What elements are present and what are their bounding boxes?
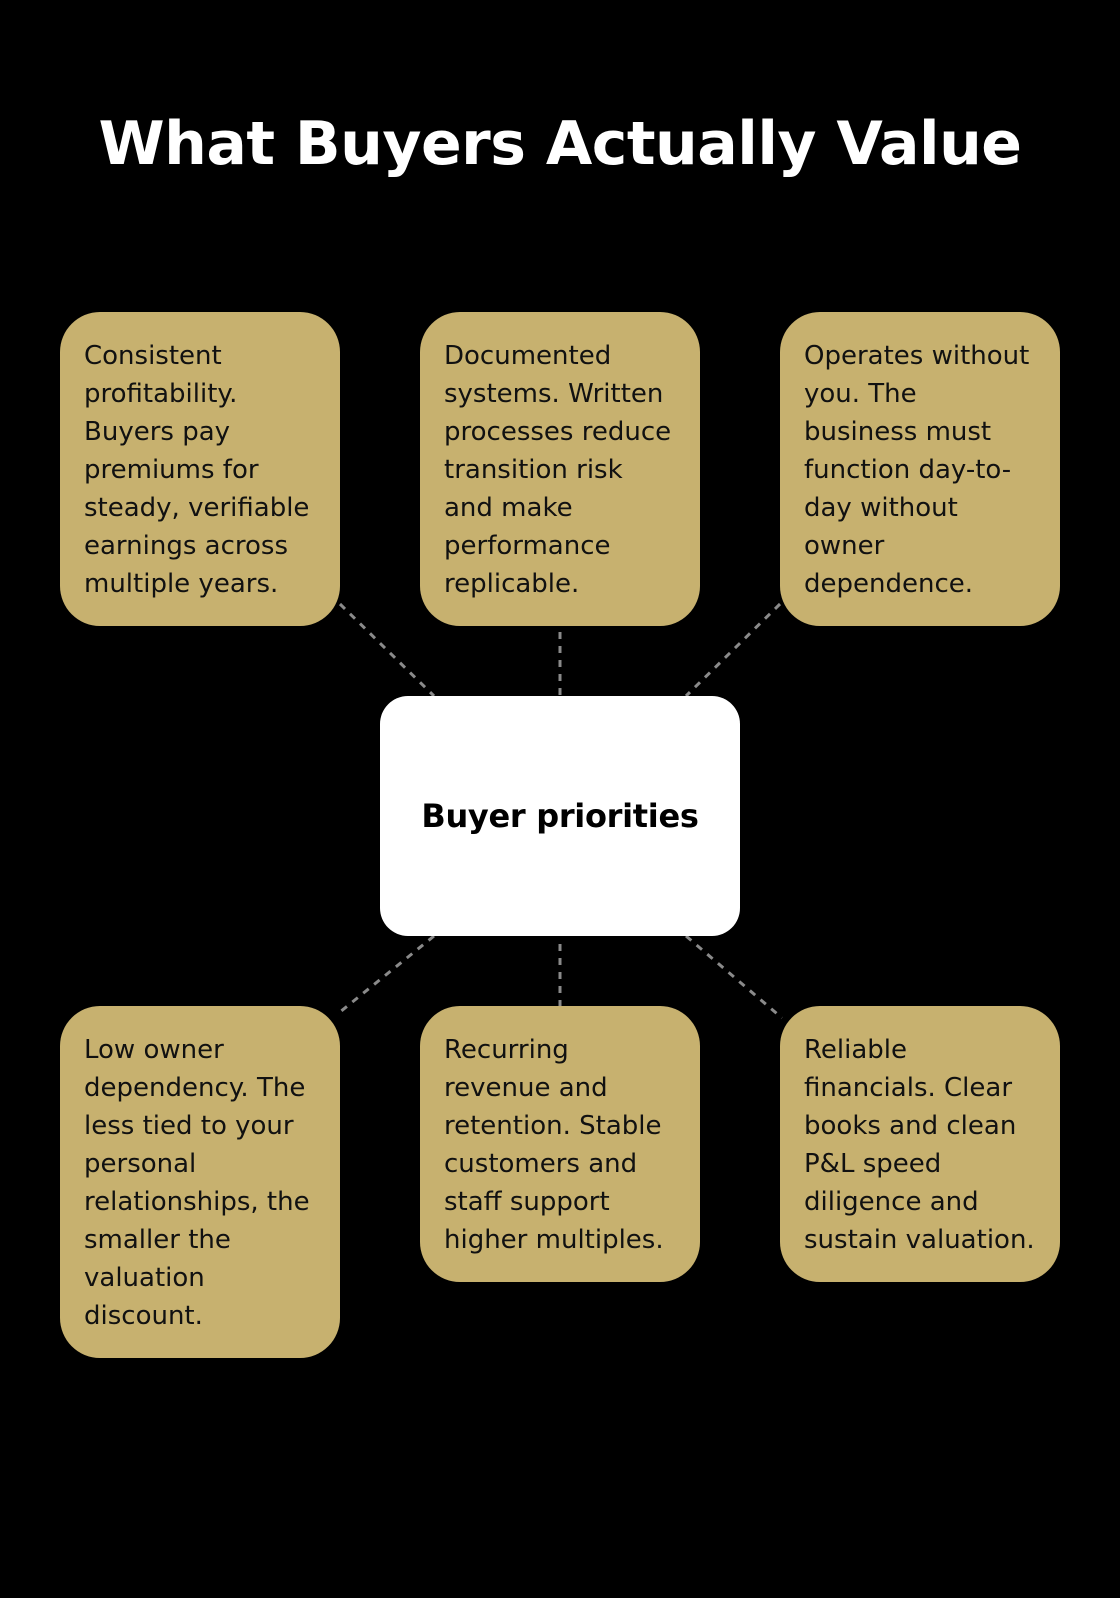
- card-recurring-revenue: Recurring revenue and retention. Stable …: [420, 1006, 700, 1282]
- card-text: Reliable financials. Clear books and cle…: [804, 1035, 1035, 1255]
- card-text: Consistent profitability. Buyers pay pre…: [84, 341, 310, 599]
- card-text: Recurring revenue and retention. Stable …: [444, 1035, 664, 1255]
- card-text: Documented systems. Written processes re…: [444, 341, 672, 599]
- card-consistent-profitability: Consistent profitability. Buyers pay pre…: [60, 312, 340, 626]
- hub-buyer-priorities: Buyer priorities: [380, 696, 740, 936]
- card-text: Operates without you. The business must …: [804, 341, 1030, 599]
- connector-bottom-left: [339, 934, 435, 1014]
- diagram-title: What Buyers Actually Value: [98, 109, 1022, 179]
- card-low-owner-dependency: Low owner dependency. The less tied to y…: [60, 1006, 340, 1358]
- connector-bottom-right: [685, 934, 783, 1020]
- hub-label: Buyer priorities: [421, 797, 699, 835]
- connector-top-right: [684, 602, 782, 698]
- card-reliable-financials: Reliable financials. Clear books and cle…: [780, 1006, 1060, 1282]
- connector-top-left: [338, 602, 436, 698]
- card-text: Low owner dependency. The less tied to y…: [84, 1035, 310, 1331]
- card-documented-systems: Documented systems. Written processes re…: [420, 312, 700, 626]
- card-operates-without-you: Operates without you. The business must …: [780, 312, 1060, 626]
